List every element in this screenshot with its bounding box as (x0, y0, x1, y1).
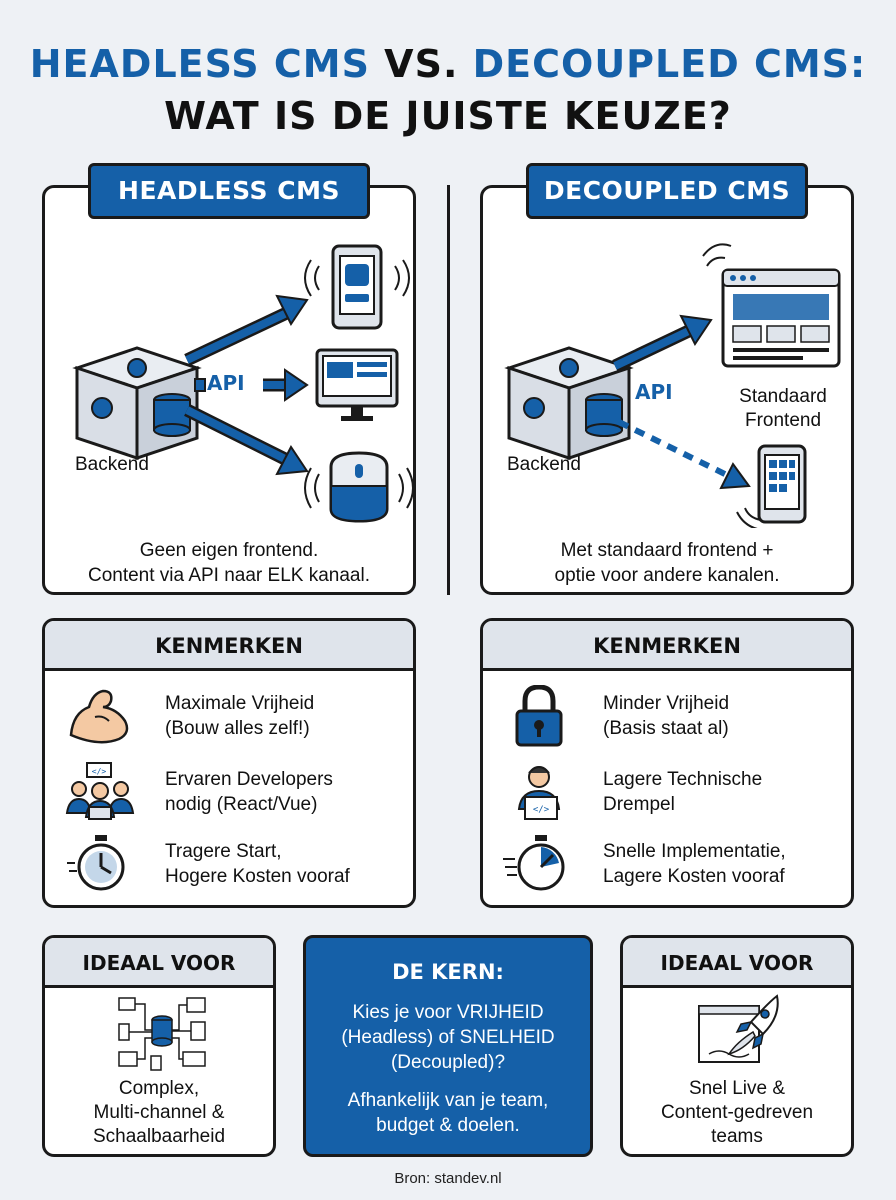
feature-text-1: Maximale Vrijheid (165, 693, 315, 714)
feature-item: </> Ervaren Developers nodig (React/Vue) (65, 761, 405, 823)
ideal-right-line-2: Content-gedreven (660, 1102, 814, 1123)
features-right-heading: KENMERKEN (483, 621, 851, 671)
rocket-launch-icon (698, 994, 779, 1063)
backend-server-icon (72, 346, 202, 461)
multi-channel-network-icon (118, 997, 206, 1071)
decoupled-caption-2: optie voor andere kanalen. (554, 565, 780, 586)
svg-text:</>: </> (533, 805, 550, 815)
feature-text-2: (Bouw alles zelf!) (165, 718, 310, 739)
feature-text-2: nodig (React/Vue) (165, 794, 318, 815)
feature-item: </> Lagere Technische Drempel (503, 761, 843, 823)
developers-team-icon: </> (65, 762, 135, 820)
feature-text-2: Lagere Kosten vooraf (603, 866, 785, 887)
flexed-bicep-icon (69, 689, 129, 744)
padlock-icon (515, 685, 563, 747)
web-browser-icon (702, 243, 841, 368)
arrow-to-desktop-icon (194, 368, 309, 402)
ideal-right-line-1: Snel Live & (688, 1078, 786, 1099)
ideal-left-heading: IDEAAL VOOR (45, 938, 273, 988)
decoupled-caption-1: Met standaard frontend + (560, 540, 774, 561)
kern-p1-line3: (Decoupled)? (390, 1052, 506, 1073)
feature-text-1: Minder Vrijheid (603, 693, 730, 714)
backend-label: Backend (75, 454, 149, 475)
feature-text-2: (Basis staat al) (603, 718, 729, 739)
api-label: API (635, 380, 673, 404)
key-takeaway-box: DE KERN: Kies je voor VRIJHEID (Headless… (303, 935, 593, 1157)
feature-item: Snelle Implementatie, Lagere Kosten voor… (503, 833, 843, 895)
kern-p1-line2: (Headless) of SNELHEID (341, 1027, 555, 1048)
title-decoupled: DECOUPLED CMS: (472, 42, 867, 86)
backend-server-icon (504, 346, 634, 461)
stopwatch-icon (67, 835, 125, 891)
ideal-left-line-2: Multi-channel & (93, 1102, 225, 1123)
desktop-monitor-icon (315, 348, 399, 421)
ideal-left-line-1: Complex, (118, 1078, 200, 1099)
source-credit: Bron: standev.nl (394, 1170, 502, 1187)
feature-item: Tragere Start, Hogere Kosten vooraf (65, 833, 405, 895)
backend-label: Backend (507, 454, 581, 475)
arrow-to-speaker-icon (184, 404, 309, 476)
arrow-to-frontend-icon (612, 314, 713, 372)
ideal-left-panel: IDEAAL VOOR Complex, Multi-channel & Sch… (42, 935, 276, 1157)
frontend-label-1: Standaard (739, 386, 827, 407)
feature-item: Minder Vrijheid (Basis staat al) (503, 685, 843, 747)
feature-text-1: Ervaren Developers (165, 769, 333, 790)
kern-p2-line2: budget & doelen. (376, 1115, 520, 1136)
mobile-app-icon (736, 444, 807, 528)
headless-panel: API Backend Geen eigen frontend. Content… (42, 185, 416, 595)
feature-text-1: Lagere Technische (603, 769, 763, 790)
center-divider (447, 185, 450, 595)
title-headless: HEADLESS CMS (29, 42, 370, 86)
kern-heading: DE KERN: (392, 960, 504, 984)
api-label: API (207, 371, 245, 395)
ideal-right-heading: IDEAAL VOOR (623, 938, 851, 988)
arrow-to-mobile-icon (184, 294, 309, 366)
ideal-right-panel: IDEAAL VOOR Snel Live & Content-gedreven… (620, 935, 854, 1157)
feature-text-2: Drempel (603, 794, 675, 815)
ideal-right-line-3: teams (711, 1126, 763, 1147)
frontend-label-2: Frontend (744, 410, 822, 431)
mobile-app-icon (304, 244, 410, 330)
decoupled-panel: API Standaard Frontend Backend Met stand… (480, 185, 854, 595)
smart-speaker-icon (304, 451, 413, 523)
feature-item: Maximale Vrijheid (Bouw alles zelf!) (65, 685, 405, 747)
kern-p1-line1: Kies je voor VRIJHEID (352, 1002, 544, 1023)
headless-caption-1: Geen eigen frontend. (139, 540, 319, 561)
fast-stopwatch-icon (503, 835, 565, 891)
kern-p2-line1: Afhankelijk van je team, (347, 1090, 549, 1111)
ideal-left-line-3: Schaalbaarheid (92, 1126, 226, 1147)
features-left-heading: KENMERKEN (45, 621, 413, 671)
svg-text:</>: </> (92, 767, 107, 776)
headless-caption-2: Content via API naar ELK kanaal. (87, 565, 370, 586)
headless-diagram (72, 244, 413, 523)
page-title: HEADLESS CMS VS. DECOUPLED CMS: WAT IS D… (0, 38, 896, 142)
feature-text-2: Hogere Kosten vooraf (165, 866, 350, 887)
developer-laptop-icon: </> (517, 766, 561, 820)
headless-tab: HEADLESS CMS (88, 163, 370, 219)
features-left-panel: KENMERKEN Maximale Vrijheid (Bouw alles … (42, 618, 416, 908)
feature-text-1: Snelle Implementatie, (603, 841, 786, 862)
title-question: WAT IS DE JUISTE KEUZE? (164, 94, 732, 138)
features-right-panel: KENMERKEN Minder Vrijheid (Basis staat a… (480, 618, 854, 908)
dashed-arrow-to-mobile-icon (617, 419, 751, 490)
decoupled-tab: DECOUPLED CMS (526, 163, 808, 219)
title-vs: VS. (369, 42, 473, 86)
decoupled-diagram (504, 243, 841, 528)
feature-text-1: Tragere Start, (165, 841, 282, 862)
